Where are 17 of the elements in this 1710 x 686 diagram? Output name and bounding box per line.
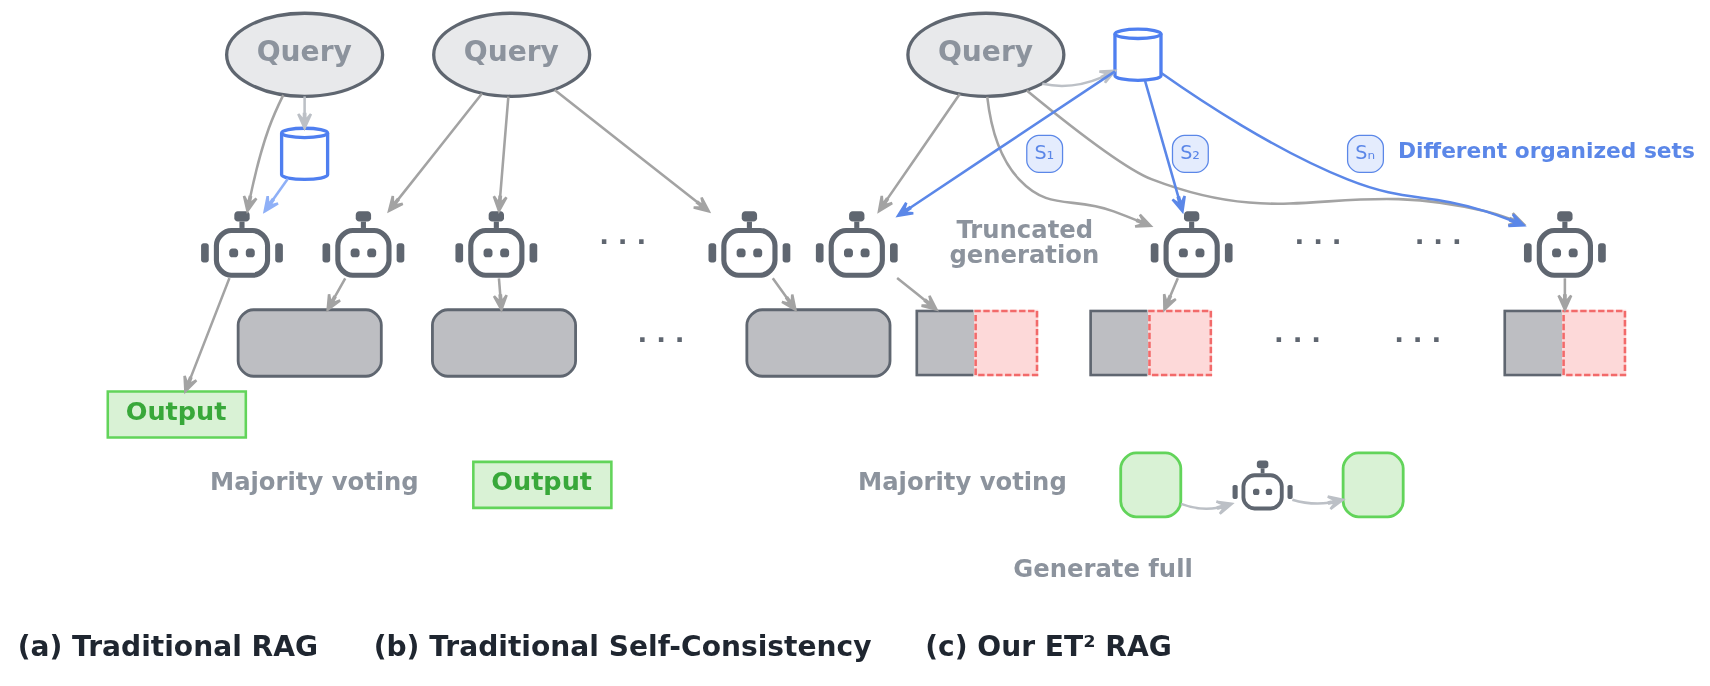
label: Majority voting	[857, 466, 1067, 496]
node-label: Generate full	[1012, 553, 1193, 583]
label: (c) Our ET² RAG	[924, 629, 1172, 663]
edge-label: Sₙ	[1354, 140, 1375, 164]
label: · · ·	[637, 324, 684, 355]
label: · · ·	[1414, 225, 1462, 256]
label: · · ·	[1273, 324, 1321, 355]
label: Different organized sets	[1397, 137, 1695, 163]
node-label: Truncated generation	[948, 215, 1099, 269]
label: (b) Traditional Self-Consistency	[373, 629, 872, 663]
label: · · ·	[1294, 225, 1341, 256]
label: · · ·	[598, 225, 646, 256]
label: (a) Traditional RAG	[17, 629, 318, 663]
edge-label: S₁	[1033, 140, 1054, 164]
edge-label: S₂	[1179, 140, 1200, 164]
label: Majority voting	[209, 466, 419, 496]
label: · · ·	[1393, 324, 1441, 355]
